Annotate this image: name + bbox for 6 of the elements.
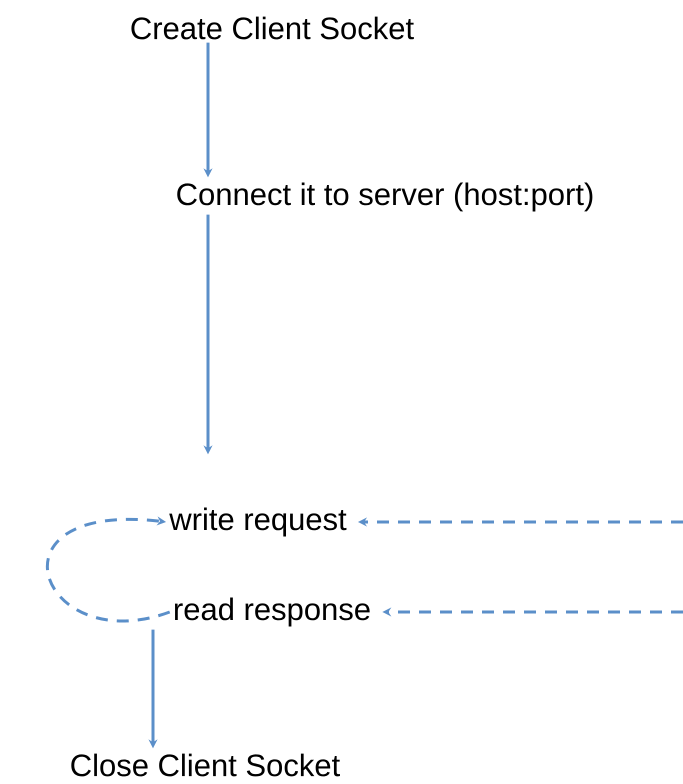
step-text: Create Client Socket: [131, 16, 414, 40]
arrow: [46, 516, 170, 622]
step-text: Close Client Socket: [71, 754, 340, 776]
step-text: write request: [169, 508, 346, 536]
step-text: read response: [174, 598, 370, 626]
step-text: Connect it to server (host:port): [177, 182, 592, 212]
